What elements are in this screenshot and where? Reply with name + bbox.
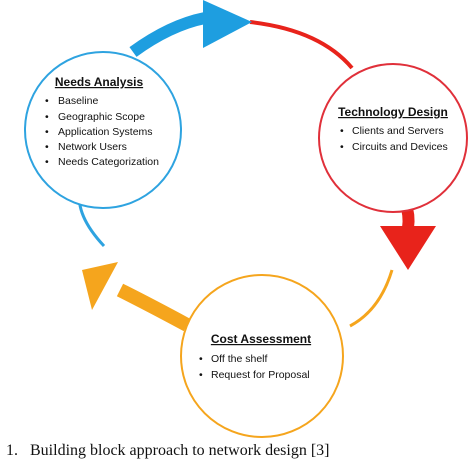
list-item: Baseline: [58, 95, 98, 107]
technology-design-circle: [318, 63, 468, 213]
list-item: Needs Categorization: [58, 156, 159, 168]
blue-arrow-head: [203, 0, 252, 48]
caption-text: Building block approach to network desig…: [30, 442, 330, 459]
technology-design-list: • Clients and Servers • Circuits and Dev…: [340, 125, 448, 153]
list-item: Circuits and Devices: [352, 141, 448, 153]
list-bullet: •: [340, 141, 344, 153]
red-curve: [249, 20, 354, 70]
list-item: Network Users: [58, 141, 127, 153]
list-item: Application Systems: [58, 126, 153, 138]
list-item: Geographic Scope: [58, 111, 145, 123]
orange-connector: [116, 283, 191, 332]
list-bullet: •: [45, 156, 49, 168]
list-bullet: •: [45, 141, 49, 153]
cost-assessment-title: Cost Assessment: [211, 332, 311, 346]
needs-analysis-title: Needs Analysis: [55, 75, 144, 89]
list-item: Request for Proposal: [211, 369, 310, 381]
cycle-diagram: Needs Analysis • Baseline • Geographic S…: [24, 0, 468, 438]
list-bullet: •: [45, 95, 49, 107]
list-bullet: •: [199, 369, 203, 381]
figure-caption: 1. Building block approach to network des…: [6, 442, 330, 460]
caption-number: 1.: [6, 442, 18, 459]
cost-assessment-circle: [180, 274, 344, 438]
needs-analysis-list: • Baseline • Geographic Scope • Applicat…: [45, 95, 159, 168]
needs-analysis-circle: [24, 51, 182, 209]
orange-arrow-head: [82, 262, 118, 310]
list-item: Off the shelf: [211, 353, 268, 365]
red-arrow-head: [380, 226, 436, 270]
list-bullet: •: [45, 111, 49, 123]
technology-design-title: Technology Design: [338, 105, 448, 119]
list-item: Clients and Servers: [352, 125, 444, 137]
list-bullet: •: [45, 126, 49, 138]
list-bullet: •: [340, 125, 344, 137]
blue-connector: [129, 12, 207, 57]
orange-curve: [349, 269, 394, 328]
list-bullet: •: [199, 353, 203, 365]
cost-assessment-list: • Off the shelf • Request for Proposal: [199, 353, 310, 381]
